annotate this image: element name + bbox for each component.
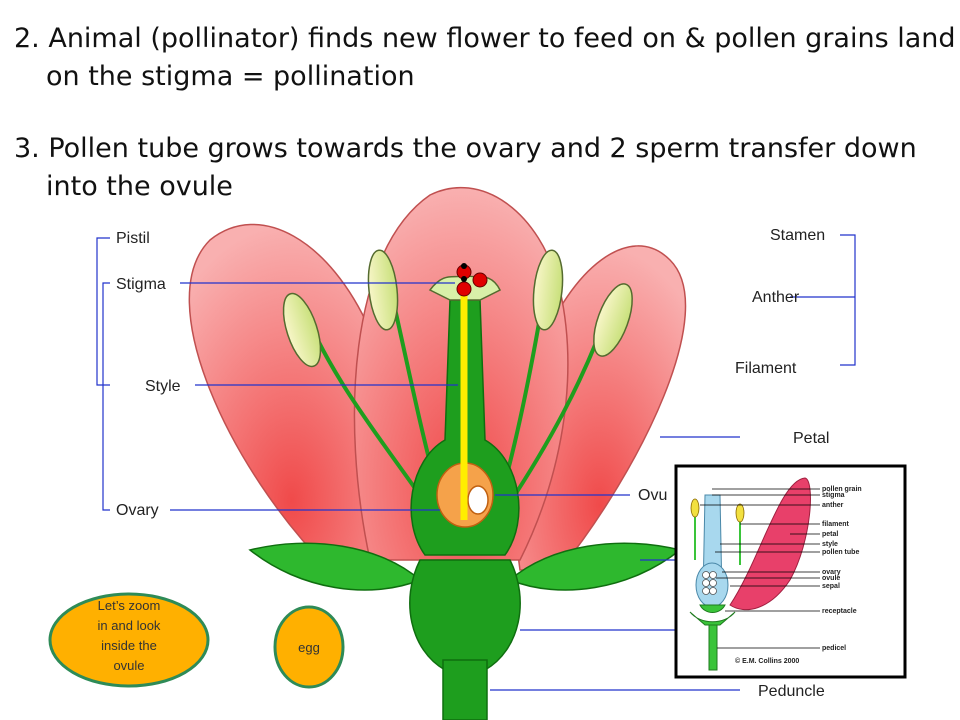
inset-label: style bbox=[822, 541, 838, 548]
zoom-callout: Let’s zoom in and look inside the ovule bbox=[48, 592, 210, 688]
inset-label: pollen tube bbox=[822, 549, 859, 556]
inset-label: sepal bbox=[822, 583, 840, 590]
zoom-line-4: ovule bbox=[113, 658, 144, 673]
anther-1 bbox=[282, 292, 322, 368]
label-peduncle: Peduncle bbox=[758, 683, 825, 700]
anther-3 bbox=[532, 249, 564, 331]
left-leaders bbox=[96, 237, 458, 511]
inset-label: petal bbox=[822, 531, 838, 538]
receptacle-and-stem bbox=[248, 542, 682, 720]
egg-label: egg bbox=[298, 640, 320, 655]
zoom-line-2: in and look bbox=[98, 618, 161, 633]
inset-label: pollen grain bbox=[822, 486, 862, 493]
peduncle-stem bbox=[442, 659, 488, 720]
bullet-pollen-tube: 3. Pollen tube grows towards the ovary a… bbox=[14, 133, 917, 202]
pollen-grain bbox=[456, 281, 472, 297]
inset-label: ovule bbox=[822, 575, 840, 582]
anther-2 bbox=[367, 249, 399, 331]
sperm bbox=[461, 276, 467, 282]
inset-label: pedicel bbox=[822, 645, 846, 652]
inset-label: stigma bbox=[822, 492, 845, 499]
label-filament: Filament bbox=[735, 360, 797, 377]
inset-label: anther bbox=[822, 502, 844, 509]
label-style: Style bbox=[145, 378, 181, 395]
inset-credit: © E.M. Collins 2000 bbox=[735, 657, 799, 665]
label-ovary: Ovary bbox=[116, 502, 159, 519]
label-ovule: Ovu bbox=[638, 487, 667, 504]
inset-label: receptacle bbox=[822, 608, 857, 615]
inset-label: ovary bbox=[822, 569, 841, 576]
label-petal: Petal bbox=[793, 430, 829, 447]
pollen-grain bbox=[472, 272, 488, 288]
inset-label: filament bbox=[822, 521, 850, 528]
label-anther: Anther bbox=[752, 289, 800, 306]
sperm bbox=[461, 263, 467, 269]
label-stigma: Stigma bbox=[116, 276, 166, 293]
zoom-line-1: Let’s zoom bbox=[98, 598, 161, 613]
bullet-pollination: 2. Animal (pollinator) finds new flower … bbox=[14, 23, 956, 92]
label-stamen: Stamen bbox=[770, 227, 825, 244]
right-leaders bbox=[490, 234, 856, 691]
pollen-tube-overlay bbox=[456, 263, 488, 520]
receptacle bbox=[409, 559, 521, 671]
ovule-shape bbox=[467, 485, 489, 515]
anther-4 bbox=[593, 283, 633, 357]
zoom-line-3: inside the bbox=[101, 638, 157, 653]
egg-callout: egg bbox=[273, 605, 345, 689]
label-pistil: Pistil bbox=[116, 230, 150, 247]
